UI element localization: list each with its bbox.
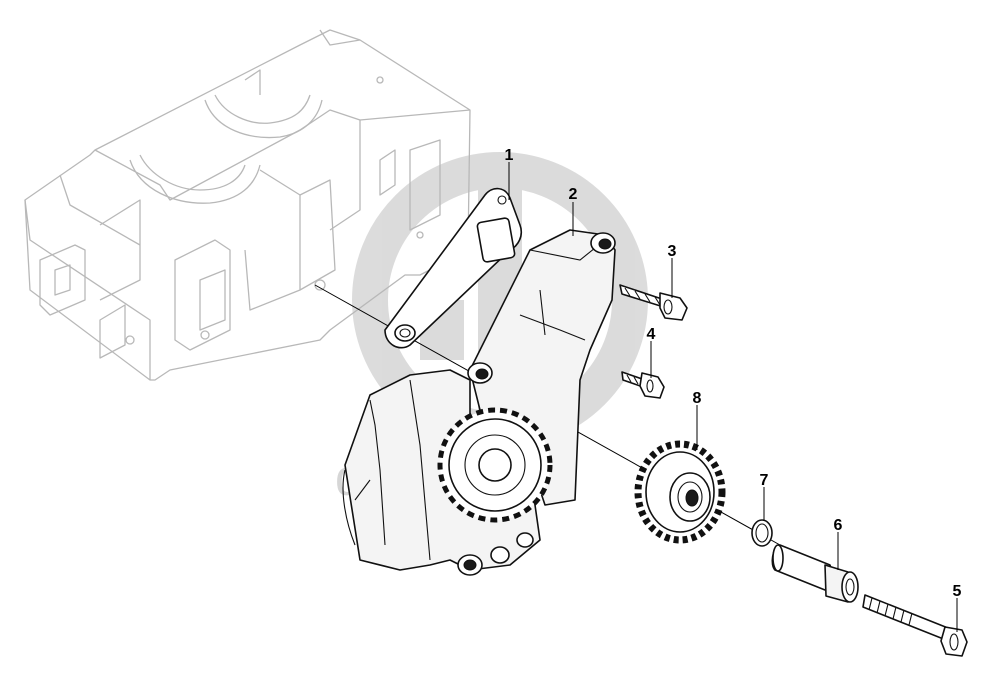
callout-6: 6 <box>834 517 843 534</box>
o-ring-part-7 <box>751 519 773 547</box>
leader-lines <box>508 162 958 632</box>
callout-8: 8 <box>693 390 702 407</box>
shaft-part-6 <box>771 544 859 603</box>
callout-1: 1 <box>505 147 514 164</box>
callout-4: 4 <box>647 326 656 343</box>
bolt-part-3 <box>619 284 688 321</box>
callout-2: 2 <box>569 186 578 203</box>
pump-drive-gear <box>437 407 553 523</box>
gasket-part <box>384 187 523 349</box>
engine-block-ghost <box>24 29 471 381</box>
bolt-part-5 <box>862 594 968 657</box>
callout-3: 3 <box>668 243 677 260</box>
callout-5: 5 <box>953 583 962 600</box>
idler-gear-part-8 <box>634 440 726 544</box>
callout-7: 7 <box>760 472 769 489</box>
bolt-part-4 <box>621 371 665 399</box>
